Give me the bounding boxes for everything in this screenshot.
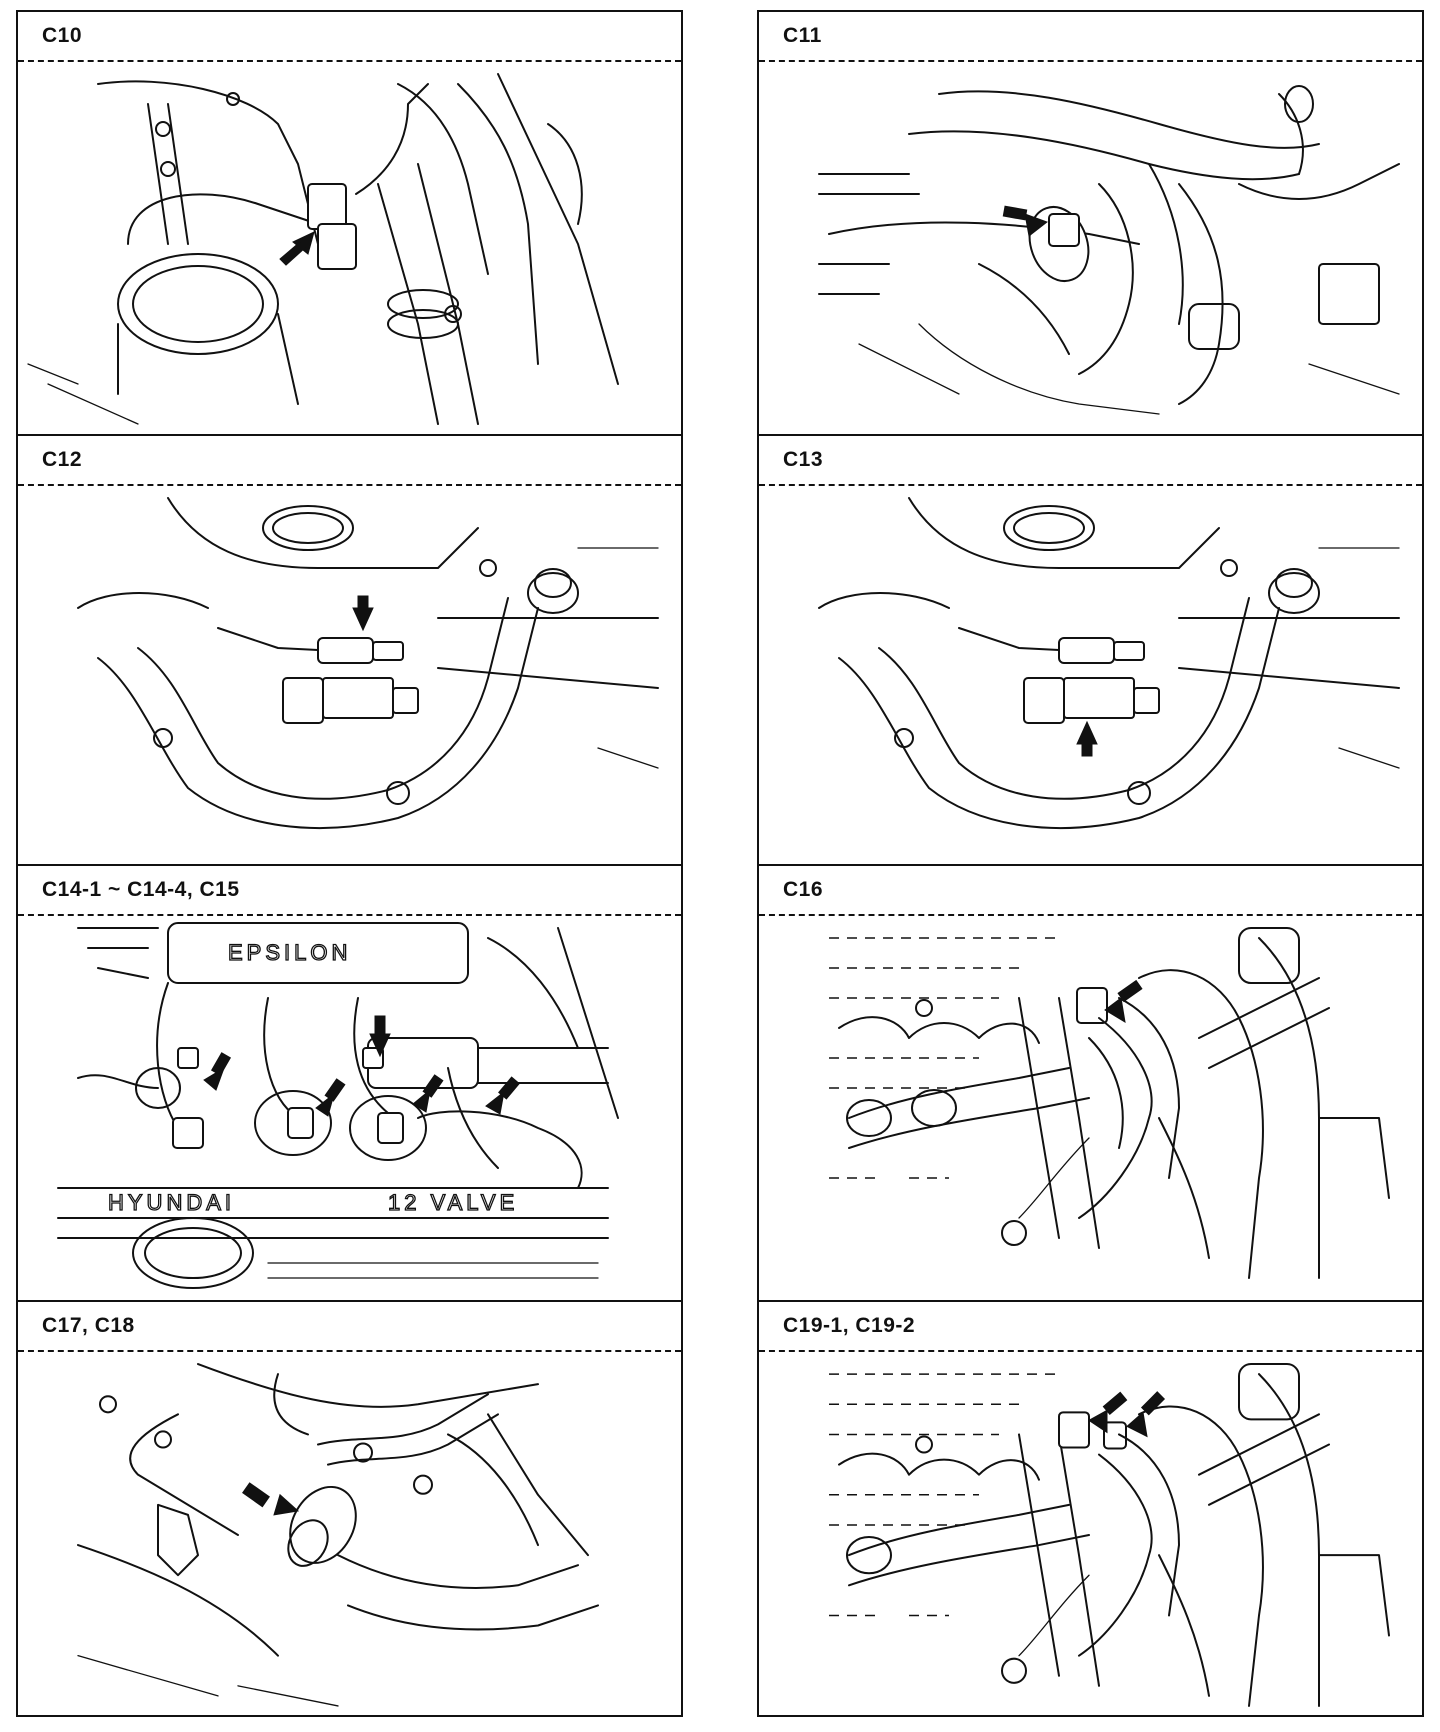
panel-c13: C13 [759,436,1422,866]
connector-illustration [759,64,1422,434]
valve-mark-text: 12 VALVE [388,1190,518,1215]
panel-c10: C10 [18,12,681,436]
panel-c16: C16 [759,866,1422,1302]
right-column: C11 [757,10,1424,1717]
connector-illustration [18,488,681,864]
connector-illustration [18,1354,681,1715]
panel-header: C13 [759,436,1422,486]
connector-label: C16 [783,878,824,901]
panel-header: C16 [759,866,1422,916]
connector-label: C11 [783,24,822,47]
panel-header: C10 [18,12,681,62]
panel-c11: C11 [759,12,1422,436]
left-column: C10 [16,10,683,1717]
panel-header: C12 [18,436,681,486]
connector-illustration: EPSILON HYUNDAI 12 VALVE [18,918,681,1300]
panel-header: C11 [759,12,1422,62]
panel-header: C14-1 ~ C14-4, C15 [18,866,681,916]
panel-c12: C12 [18,436,681,866]
connector-illustration [759,918,1422,1300]
connector-label: C13 [783,448,824,471]
connector-illustration [759,488,1422,864]
panel-header: C19-1, C19-2 [759,1302,1422,1352]
panel-c19: C19-1, C19-2 [759,1302,1422,1715]
connector-label: C14-1 ~ C14-4, C15 [42,878,240,901]
panel-header: C17, C18 [18,1302,681,1352]
engine-mark-text: EPSILON [228,940,351,965]
connector-label: C17, C18 [42,1314,135,1337]
panel-c17-c18: C17, C18 [18,1302,681,1715]
manifold-mark-text: HYUNDAI [108,1190,235,1215]
connector-label: C19-1, C19-2 [783,1314,916,1337]
connector-illustration [759,1354,1422,1715]
connector-label: C10 [42,24,83,47]
connector-label: C12 [42,448,83,471]
panel-c14-c15: C14-1 ~ C14-4, C15 EPSILON [18,866,681,1302]
connector-illustration [18,64,681,434]
